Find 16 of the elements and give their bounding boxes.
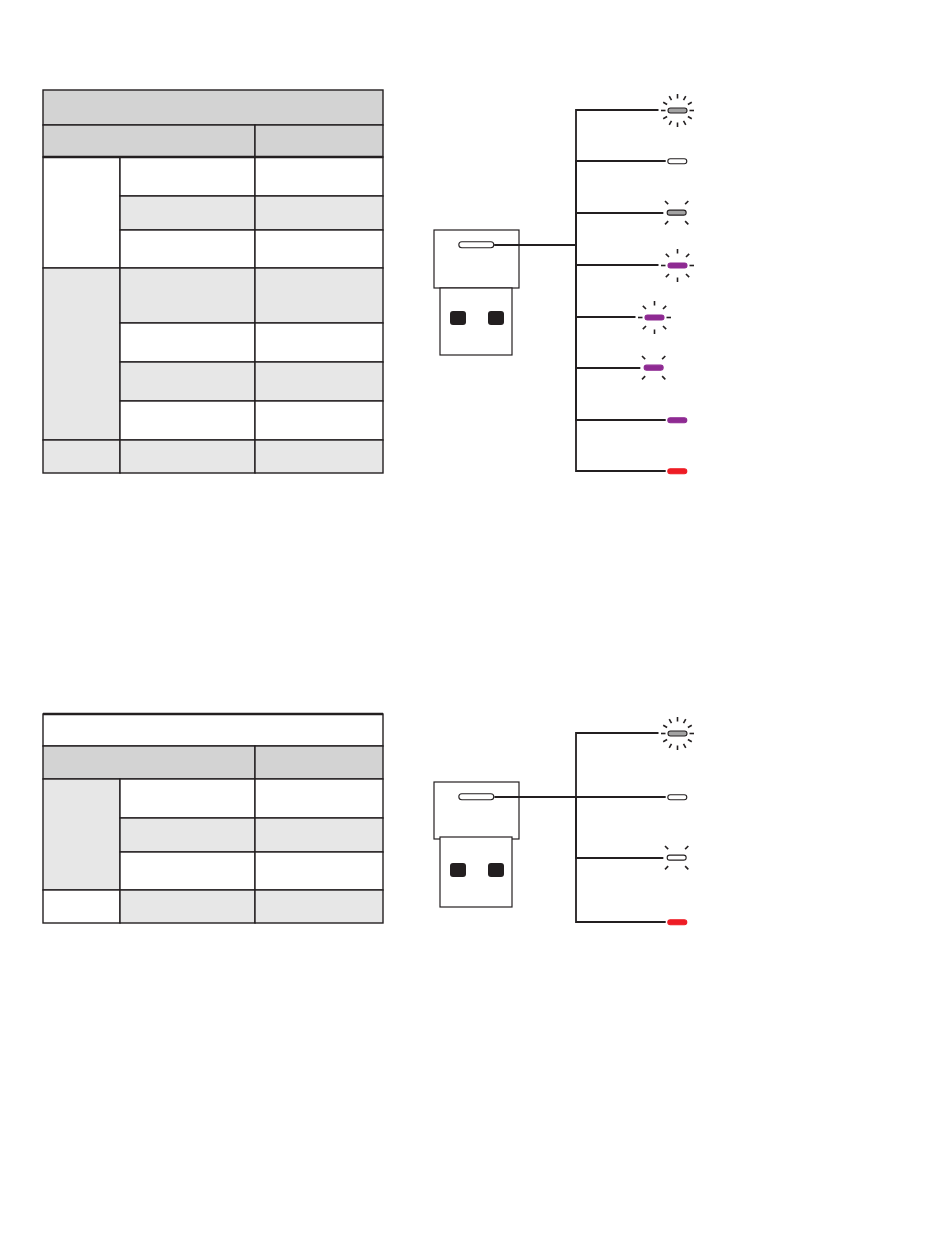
led-icon bbox=[666, 157, 688, 165]
led-slot-icon bbox=[458, 241, 495, 249]
blinking-led-icon bbox=[641, 355, 667, 381]
led-slot-icon bbox=[458, 793, 495, 801]
connector-line bbox=[493, 244, 667, 472]
blinking-led-icon bbox=[659, 92, 695, 128]
led-icon bbox=[666, 467, 688, 475]
blinking-led-icon bbox=[659, 247, 695, 283]
blinking-led-icon bbox=[664, 200, 690, 226]
led-icon bbox=[666, 416, 688, 424]
led-icon bbox=[666, 793, 688, 801]
blinking-led-icon bbox=[659, 715, 695, 751]
blinking-led-icon bbox=[636, 299, 672, 335]
led-icon bbox=[666, 918, 688, 926]
connector-line bbox=[493, 796, 667, 923]
blinking-led-icon bbox=[664, 845, 690, 871]
